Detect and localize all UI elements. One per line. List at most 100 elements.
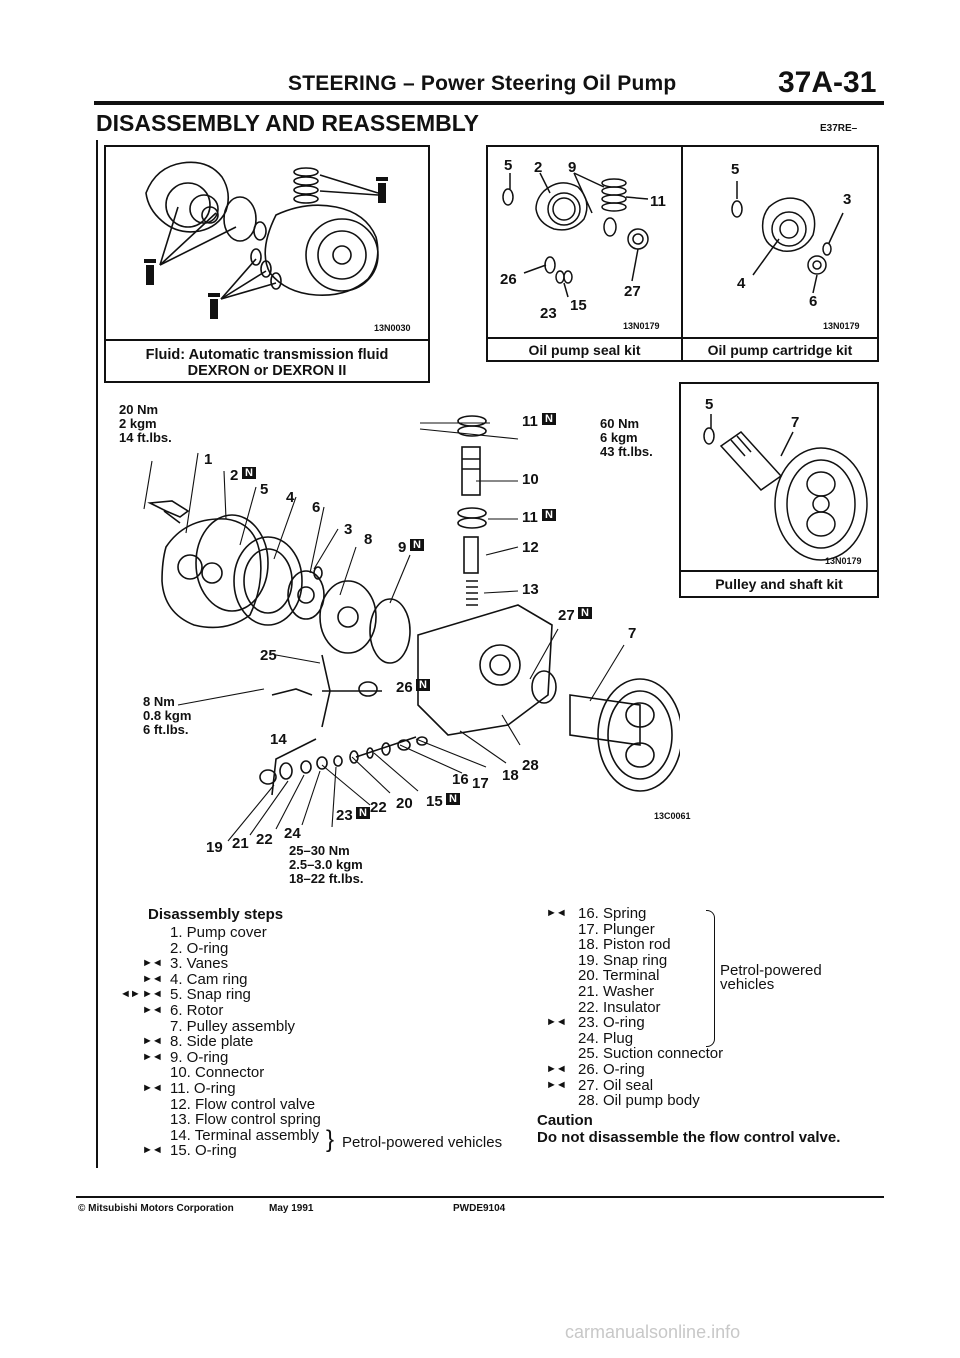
step-text: 19. Snap ring — [578, 951, 668, 969]
callout-25: 25 — [260, 647, 277, 664]
cartridge-label-3: 3 — [843, 191, 852, 208]
callout-10: 10 — [522, 471, 539, 488]
header-rule — [94, 101, 884, 105]
step-item: 14. Terminal assembly — [120, 1128, 540, 1144]
callout-12: 12 — [522, 539, 539, 556]
step-text: 28. Oil pump body — [578, 1092, 700, 1110]
seal-kit-code: 13N0179 — [623, 321, 660, 331]
step-text: 2. O-ring — [170, 939, 229, 957]
step-item: 24. Plug — [540, 1031, 880, 1047]
seal-kit-illustration: 5 2 9 11 26 23 15 27 13N0179 — [488, 147, 681, 337]
service-point-marker: ►◄ — [142, 1035, 163, 1048]
step-item: ►◄26. O-ring — [540, 1062, 880, 1078]
torque-bottom-nm: 25–30 Nm — [289, 843, 350, 858]
step-text: 27. Oil seal — [578, 1076, 654, 1094]
torque-bottom-ftlbs: 18–22 ft.lbs. — [289, 871, 364, 886]
new-part-mark-15: N — [446, 793, 460, 805]
new-part-mark-27: N — [578, 607, 592, 619]
step-item: 18. Piston rod — [540, 937, 880, 953]
service-point-marker: ►◄ — [546, 1016, 567, 1029]
step-text: 25. Suction connector — [578, 1045, 724, 1063]
footer-date: May 1991 — [269, 1203, 314, 1214]
step-item: 20. Terminal — [540, 968, 880, 984]
step-item: 21. Washer — [540, 984, 880, 1000]
left-margin-rule — [96, 140, 98, 1168]
callout-11-lower: 11 — [522, 509, 538, 526]
pulley-label-5: 5 — [705, 396, 714, 413]
callout-7: 7 — [628, 625, 637, 642]
callout-4: 4 — [286, 489, 295, 506]
callout-8: 8 — [364, 531, 373, 548]
cartridge-kit-code: 13N0179 — [823, 321, 860, 331]
step-item: 12. Flow control valve — [120, 1096, 540, 1113]
step-text: 16. Spring — [578, 905, 647, 922]
torque-left-kgm: 0.8 kgm — [143, 708, 192, 723]
step-item: 7. Pulley assembly — [120, 1017, 540, 1035]
service-point-marker: ►◄ — [546, 1078, 567, 1091]
step-item: ►◄3. Vanes — [120, 956, 540, 972]
step-text: 20. Terminal — [578, 967, 660, 985]
section-code: E37RE– — [820, 123, 858, 134]
callout-23: 23 — [336, 807, 353, 824]
step-text: 11. O-ring — [170, 1079, 236, 1097]
step-item: 17. Plunger — [540, 921, 880, 938]
callout-1: 1 — [204, 451, 213, 468]
step-item: 13. Flow control spring — [120, 1112, 540, 1128]
seal-label-27: 27 — [624, 283, 641, 300]
callout-17: 17 — [472, 775, 489, 792]
step-text: 7. Pulley assembly — [170, 1017, 296, 1035]
service-point-marker: ►◄ — [142, 988, 163, 1001]
fluid-caption-line2: DEXRON or DEXRON II — [187, 363, 347, 379]
left-group-note: Petrol-powered vehicles — [342, 1134, 503, 1151]
right-group-note-line1: Petrol-powered — [720, 962, 822, 979]
service-point-marker: ►◄ — [546, 907, 567, 919]
callout-2: 2 — [230, 467, 239, 484]
step-item: 2. O-ring — [120, 939, 540, 957]
callout-22-lower: 22 — [256, 831, 273, 848]
right-group-brace — [706, 910, 715, 1047]
callout-24: 24 — [284, 825, 301, 842]
seal-label-23: 23 — [540, 305, 557, 322]
callout-5: 5 — [260, 481, 269, 498]
torque-top-left-kgm: 2 kgm — [119, 416, 157, 431]
seal-kit-caption: Oil pump seal kit — [528, 342, 641, 358]
torque-top-right: 60 Nm 6 kgm 43 ft.lbs. — [600, 417, 653, 459]
cartridge-label-6: 6 — [809, 293, 818, 310]
step-text: 4. Cam ring — [170, 970, 248, 988]
torque-top-right-nm: 60 Nm — [600, 416, 640, 431]
torque-left-nm: 8 Nm — [143, 694, 175, 709]
footer-rule — [76, 1196, 884, 1198]
step-text: 1. Pump cover — [170, 924, 267, 941]
step-text: 14. Terminal assembly — [170, 1126, 319, 1144]
main-exploded-diagram: 20 Nm 2 kgm 14 ft.lbs. 60 Nm 6 kgm 43 ft… — [100, 395, 691, 895]
callout-21: 21 — [232, 835, 249, 852]
step-item: ◄►►◄5. Snap ring — [120, 987, 540, 1003]
step-item: 1. Pump cover — [120, 925, 540, 941]
callout-22-upper: 22 — [370, 799, 387, 816]
step-item: ►◄8. Side plate — [120, 1034, 540, 1050]
step-text: 10. Connector — [170, 1064, 265, 1082]
callout-18: 18 — [502, 767, 519, 784]
step-item: ►◄4. Cam ring — [120, 972, 540, 988]
callout-20: 20 — [396, 795, 413, 812]
seal-label-2: 2 — [534, 159, 543, 176]
cartridge-kit-caption: Oil pump cartridge kit — [707, 342, 853, 358]
torque-top-right-kgm: 6 kgm — [600, 430, 638, 445]
page-header-title: STEERING – Power Steering Oil Pump — [288, 72, 677, 95]
step-item: 22. Insulator — [540, 999, 880, 1016]
kit-caption-rule — [488, 337, 877, 339]
callout-19: 19 — [206, 839, 223, 856]
seal-label-5: 5 — [504, 157, 513, 174]
step-text: 26. O-ring — [578, 1060, 645, 1078]
callout-6: 6 — [312, 499, 321, 516]
torque-bottom-kgm: 2.5–3.0 kgm — [289, 857, 363, 872]
step-text: 24. Plug — [578, 1029, 634, 1047]
torque-bottom: 25–30 Nm 2.5–3.0 kgm 18–22 ft.lbs. — [289, 844, 363, 886]
step-text: 18. Piston rod — [578, 936, 671, 954]
step-item: ►◄6. Rotor — [120, 1003, 540, 1019]
left-group-brace: } — [326, 1126, 335, 1153]
seal-label-26: 26 — [500, 271, 517, 288]
